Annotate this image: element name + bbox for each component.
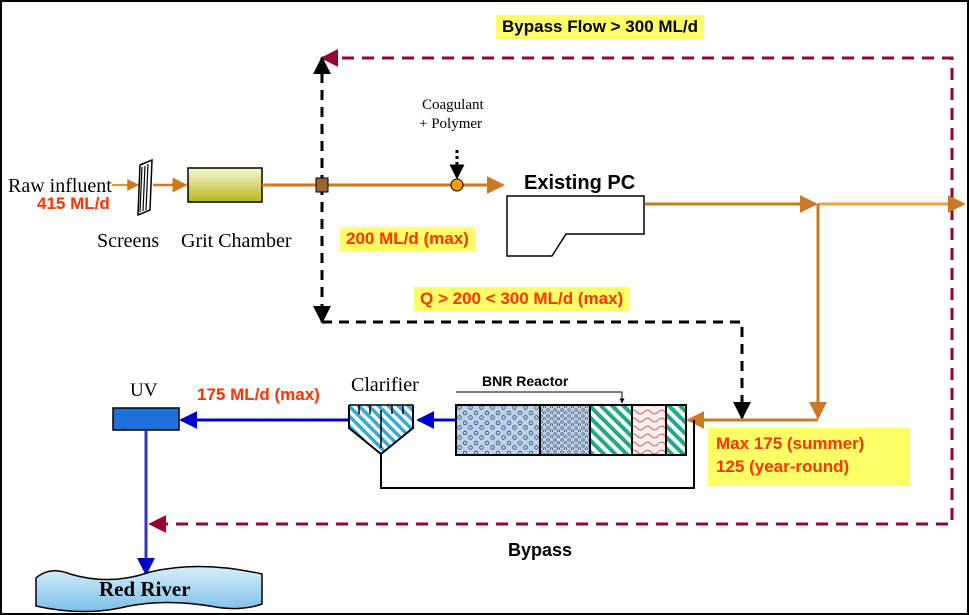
raw-influent-label: Raw influent (8, 175, 112, 198)
dosing-point (450, 178, 464, 192)
bnr-label-arrow (456, 391, 625, 404)
flow-splitter (315, 177, 329, 193)
existing-pc-label: Existing PC (524, 172, 636, 194)
pc-flow-label: 200 ML/d (max) (340, 227, 475, 251)
uv-unit (112, 407, 180, 431)
raw-influent-flow: 415 ML/d (37, 194, 110, 213)
bnr-reactor-label: BNR Reactor (482, 373, 569, 389)
bnr-bypass-line (322, 320, 751, 420)
clarifier-label: Clarifier (351, 374, 419, 396)
screens-icon (137, 158, 153, 217)
grit-chamber-label: Grit Chamber (181, 230, 292, 252)
grit-chamber-tank (187, 167, 263, 203)
uv-flow-label: 175 ML/d (max) (197, 385, 320, 404)
bypass-label: Bypass (508, 540, 573, 560)
red-river-label: Red River (99, 577, 191, 601)
existing-pc-tank (506, 195, 645, 257)
bnr-capacity-box (708, 428, 910, 486)
uv-label: UV (130, 380, 158, 401)
coagulant-label: Coagulant (422, 97, 484, 113)
polymer-label: + Polymer (419, 116, 483, 132)
bypass-line (148, 49, 954, 533)
screens-label: Screens (97, 230, 160, 252)
ras-return-line (380, 420, 695, 489)
bnr-max-summer: Max 175 (summer) (716, 434, 865, 453)
red-river-shape (35, 565, 263, 613)
q-range-label: Q > 200 < 300 ML/d (max) (414, 287, 630, 311)
bypass-flow-label: Bypass Flow > 300 ML/d (496, 15, 705, 39)
clarifier-tank (348, 404, 414, 456)
bnr-reactor-tank (455, 404, 687, 456)
bnr-year-round: 125 (year-round) (716, 457, 850, 476)
